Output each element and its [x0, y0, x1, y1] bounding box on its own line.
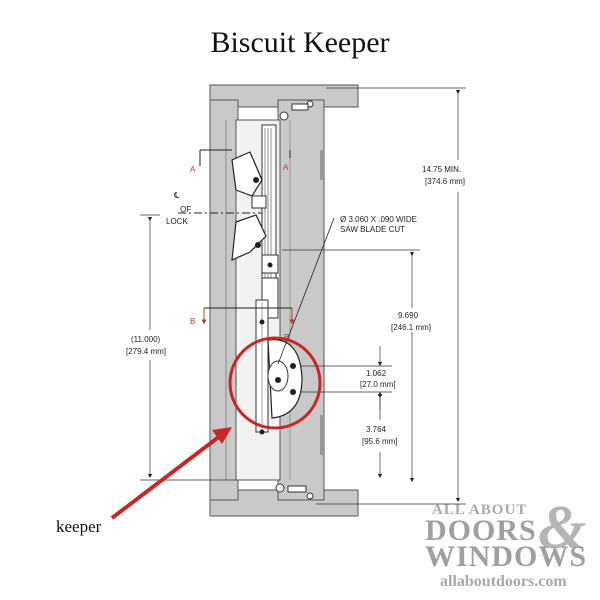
dim-3764-in: 3.764 [366, 425, 387, 434]
dim-1062-mm: [27.0 mm] [360, 380, 396, 389]
dim-1062-in: 1.062 [366, 369, 387, 378]
watermark-line2: DOORS [425, 514, 537, 547]
dim-9690-mm: [246.1 mm] [391, 323, 431, 332]
rollers [275, 100, 314, 500]
watermark-url: allaboutdoors.com [440, 573, 567, 590]
section-markers: A A B B [190, 149, 295, 342]
dim-3764-mm: [95.6 mm] [362, 437, 398, 446]
watermark-amp: & [538, 494, 586, 562]
dim-11000-mm: [279.4 mm] [126, 347, 166, 356]
keeper-pointer-arrow [110, 427, 232, 520]
keeper-label: keeper [56, 517, 102, 536]
watermark-line1: ALL ABOUT [432, 502, 527, 518]
cut-line-2: SAW BLADE CUT [340, 225, 405, 234]
centerline-symbol: ℄ [173, 191, 180, 200]
centerline-of: OF [180, 205, 191, 214]
section-b-right: B [284, 333, 289, 342]
dimension-3764: 3.764 [95.6 mm] [362, 393, 398, 479]
dimension-9690: 9.690 [246.1 mm] [282, 249, 431, 483]
dim-11000-in: (11.000) [131, 335, 161, 344]
section-a-left: A [190, 165, 196, 174]
section-a-right: A [283, 163, 289, 172]
biscuit-keeper [267, 339, 303, 419]
page-title: Biscuit Keeper [210, 26, 389, 59]
dimension-overall: 14.75 MIN. [374.6 mm] [316, 87, 466, 505]
watermark-line3: WINDOWS [425, 540, 587, 573]
watermark-logo: ALL ABOUT & DOORS WINDOWS allaboutdoors.… [425, 494, 587, 590]
cut-line-1: Ø 3.060 X .090 WIDE [340, 215, 417, 224]
section-b-left: B [190, 317, 195, 326]
keeper-highlight-circle [228, 336, 322, 430]
frame-profile [209, 84, 359, 517]
dim-overall-mm: [374.6 mm] [425, 177, 465, 186]
dim-overall-in: 14.75 MIN. [422, 165, 461, 174]
centerline-lock: LOCK [166, 217, 188, 226]
lock-mechanism [231, 124, 279, 435]
lock-centerline: ℄ OF LOCK [166, 191, 262, 226]
dimension-11000: (11.000) [279.4 mm] [126, 214, 236, 481]
dim-9690-in: 9.690 [398, 311, 419, 320]
